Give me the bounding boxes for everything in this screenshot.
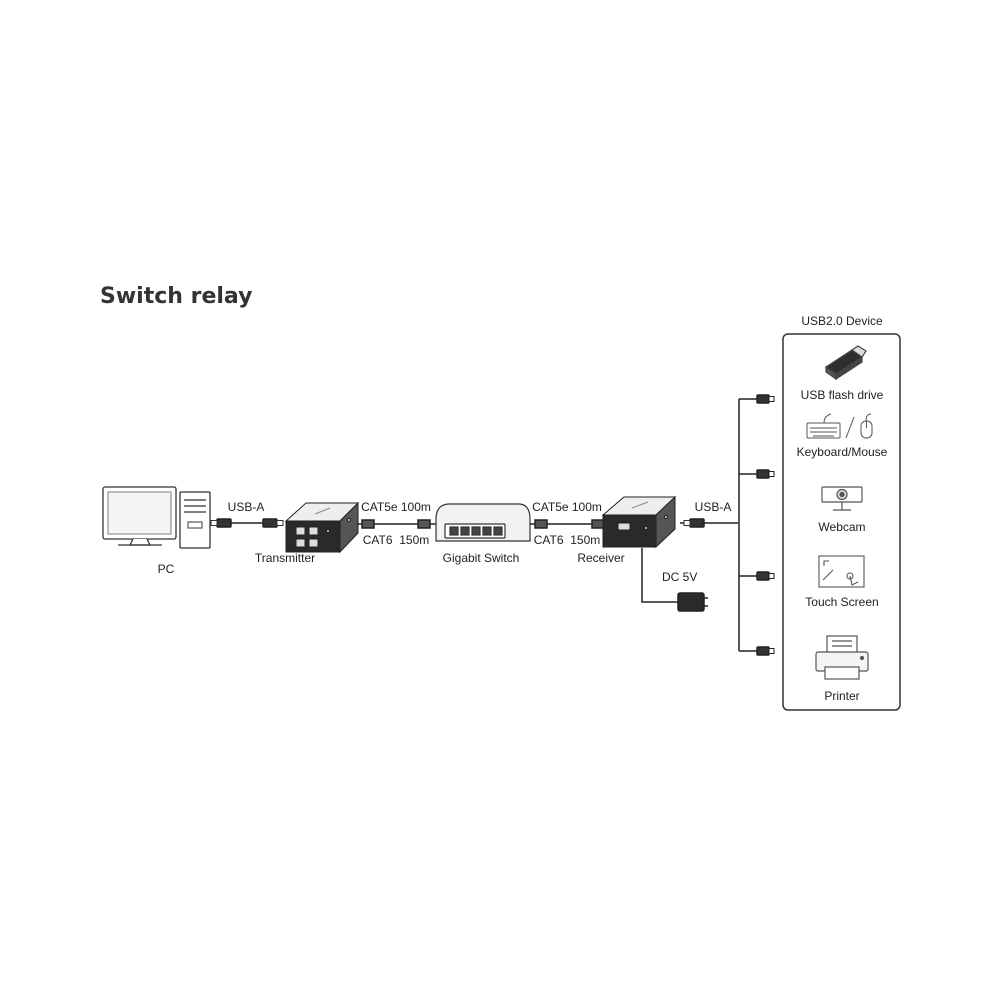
touch-screen-label: Touch Screen — [805, 595, 879, 609]
transmitter-label: Transmitter — [254, 551, 316, 565]
pc-label: PC — [157, 562, 175, 576]
usb-a-left-label: USB-A — [227, 500, 265, 514]
usb-bus — [738, 394, 775, 656]
usb-flash-drive-icon — [824, 345, 867, 381]
diagram-title: Switch relay — [100, 284, 253, 309]
usb-cable-left — [210, 518, 284, 528]
keyboard-mouse-icon — [806, 413, 873, 439]
pc-icon — [102, 486, 211, 549]
usb-panel-title: USB2.0 Device — [801, 314, 883, 328]
gigabit-switch-icon — [435, 503, 531, 542]
usb-a-right-label: USB-A — [694, 500, 732, 514]
cat5e-left-label: CAT5e 100m — [361, 500, 431, 514]
lan-cable-right — [530, 519, 606, 529]
cat6-right-label: CAT6 150m — [533, 533, 601, 547]
receiver-label: Receiver — [577, 551, 625, 565]
dc-power-label: DC 5V — [662, 570, 698, 584]
transmitter-icon — [284, 501, 360, 554]
printer-icon — [815, 635, 869, 680]
usb-cable-right — [680, 518, 738, 528]
cat6-left-label: CAT6 150m — [362, 533, 430, 547]
usb-flash-drive-label: USB flash drive — [800, 388, 884, 402]
lan-cable-left — [357, 519, 437, 529]
printer-label: Printer — [824, 689, 860, 703]
power-cable — [641, 548, 708, 612]
cat5e-right-label: CAT5e 100m — [532, 500, 602, 514]
receiver-icon — [601, 495, 677, 549]
keyboard-mouse-label: Keyboard/Mouse — [796, 445, 888, 459]
gigabit-switch-label: Gigabit Switch — [442, 551, 520, 565]
webcam-label: Webcam — [818, 520, 866, 534]
webcam-icon — [821, 486, 863, 511]
touch-screen-icon — [818, 555, 865, 588]
